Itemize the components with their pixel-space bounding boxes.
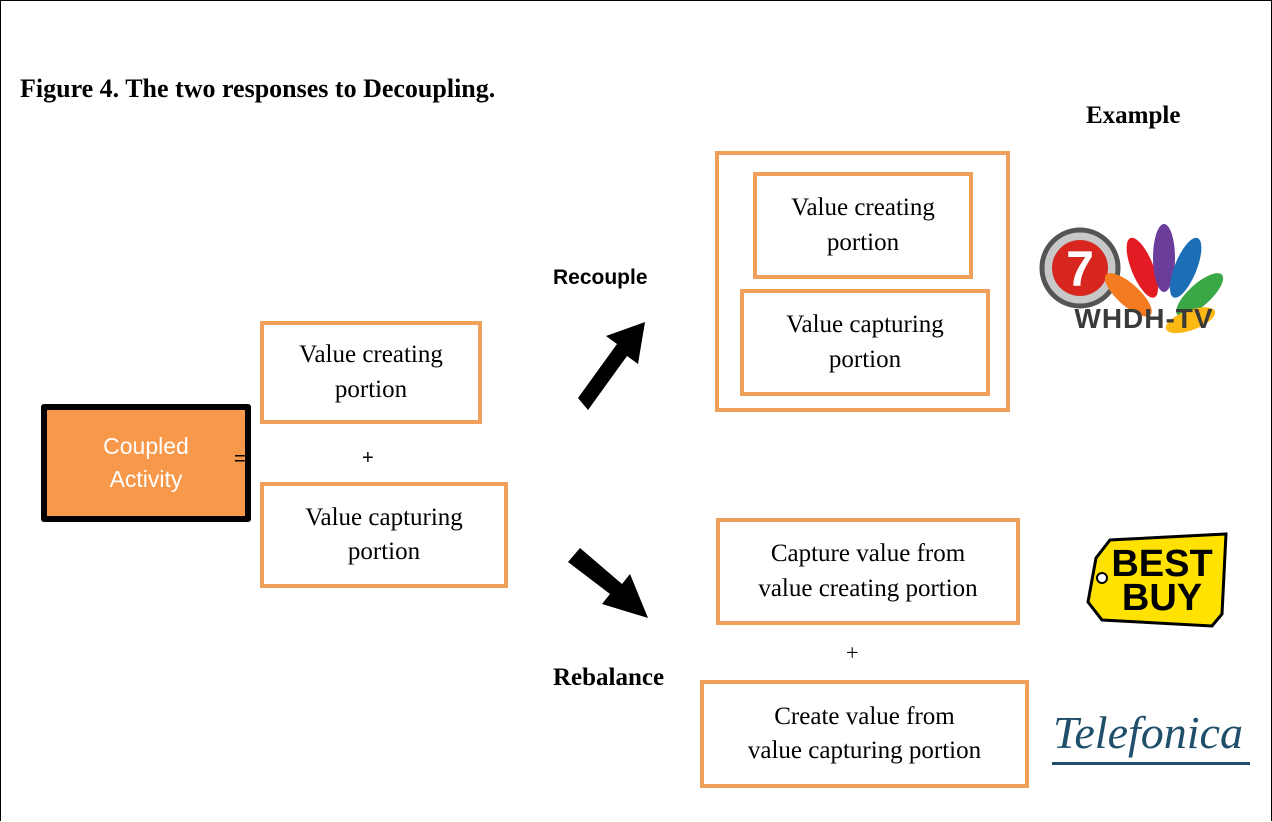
- arrows-layer: [568, 322, 648, 618]
- capture-value-box: Capture value from value creating portio…: [716, 518, 1020, 625]
- rebalance-plus-sign: +: [846, 640, 859, 665]
- peacock-icon: [1104, 224, 1224, 334]
- create-value-box: Create value from value capturing portio…: [700, 680, 1029, 788]
- capture-value-line2: value creating portion: [758, 574, 978, 602]
- telefonica-logo: Telefonica: [1052, 707, 1250, 765]
- rebalance-arrow: [568, 548, 648, 618]
- recouple-arrow: [578, 322, 645, 410]
- telefonica-underline: [1052, 762, 1250, 765]
- capture-value-line1: Capture value from: [770, 540, 966, 567]
- recouple-capturing-line1: Value capturing: [786, 311, 944, 338]
- best-buy-tag-icon: [1086, 532, 1228, 628]
- example-column-header: Example: [1086, 102, 1181, 129]
- recouple-value-capturing-box: Value capturing portion: [740, 289, 990, 396]
- recouple-group-box: [715, 151, 1010, 412]
- coupled-activity-line1: Coupled: [103, 432, 189, 459]
- coupled-activity-box: Coupled Activity: [41, 404, 251, 522]
- recouple-value-creating-box: Value creating portion: [753, 172, 973, 279]
- whdh-wordmark: WHDH-TV: [1074, 303, 1213, 334]
- recouple-creating-line1: Value creating: [791, 194, 935, 221]
- value-capturing-portion-box: Value capturing portion: [260, 482, 508, 588]
- whdh-numeral: 7: [1066, 241, 1094, 297]
- decomposition-plus-sign: +: [362, 447, 374, 469]
- value-creating-line1: Value creating: [299, 341, 443, 368]
- value-capturing-line1: Value capturing: [305, 503, 463, 531]
- create-value-line1: Create value from: [774, 702, 955, 730]
- best-buy-logo: BEST BUY: [1086, 532, 1228, 628]
- rebalance-label: Rebalance: [553, 664, 665, 691]
- recouple-label: Recouple: [553, 266, 648, 289]
- whdh-tv-logo: 7 WHDH-TV: [1039, 224, 1224, 334]
- value-creating-line2: portion: [334, 375, 408, 403]
- value-creating-portion-box: Value creating portion: [260, 321, 482, 424]
- telefonica-wordmark: Telefonica: [1053, 707, 1243, 758]
- equals-sign: =: [234, 448, 246, 470]
- figure-title: Figure 4. The two responses to Decouplin…: [20, 74, 496, 103]
- create-value-line2: value capturing portion: [747, 737, 982, 764]
- recouple-capturing-line2: portion: [828, 345, 902, 373]
- recouple-creating-line2: portion: [826, 228, 900, 256]
- value-capturing-line2: portion: [347, 538, 421, 565]
- best-buy-line2: BUY: [1122, 577, 1202, 619]
- best-buy-line1: BEST: [1111, 543, 1212, 585]
- coupled-activity-line2: Activity: [109, 466, 183, 492]
